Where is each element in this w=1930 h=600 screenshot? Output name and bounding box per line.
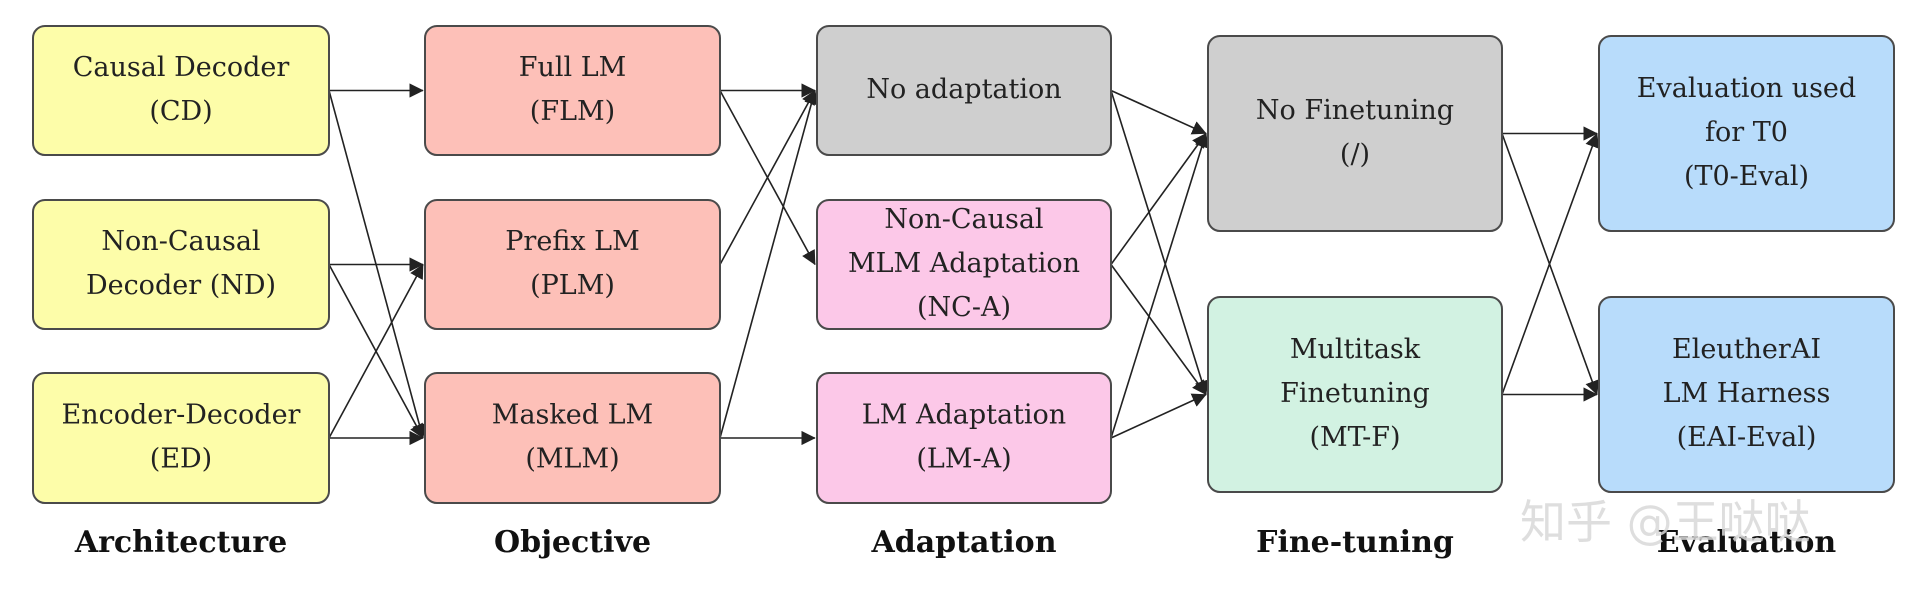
edge-noad-to-mtf — [1110, 90, 1209, 396]
node-label-t0-1: Evaluation used — [1637, 73, 1856, 104]
node-label-lma-1: LM Adaptation — [862, 400, 1066, 431]
node-box-flm — [424, 25, 721, 156]
node-label-cd-1: Causal Decoder — [73, 52, 290, 83]
node-label-mtf-1: Multitask — [1290, 334, 1421, 365]
edge-plm-to-noad — [719, 89, 816, 265]
column-title-adaptation: Adaptation — [870, 525, 1056, 560]
edge-mtf-to-t0 — [1501, 132, 1600, 395]
node-label-plm-2: (PLM) — [530, 270, 615, 301]
node-label-eai-2: LM Harness — [1663, 378, 1831, 409]
watermark: 知乎 @王哒哒 — [1520, 495, 1811, 549]
column-title-finetuning: Fine-tuning — [1256, 525, 1454, 560]
node-label-noft-2: (/) — [1340, 139, 1370, 170]
node-label-nca-3: (NC-A) — [917, 292, 1011, 323]
node-label-noft-1: No Finetuning — [1256, 95, 1454, 126]
node-label-nd-1: Non-Causal — [101, 226, 260, 257]
node-label-noad-1: No adaptation — [866, 74, 1061, 105]
node-box-mtf — [1207, 296, 1503, 493]
column-title-objective: Objective — [494, 525, 651, 560]
node-cd: Causal Decoder (CD) — [32, 25, 330, 156]
node-label-flm-1: Full LM — [519, 52, 627, 83]
edges — [328, 83, 1600, 446]
node-box-ed — [32, 372, 330, 504]
node-noft: No Finetuning (/) — [1207, 35, 1503, 232]
node-plm: Prefix LM (PLM) — [424, 199, 721, 330]
node-label-flm-2: (FLM) — [530, 96, 615, 127]
edge-lma-to-mtf — [1110, 393, 1207, 439]
edge-mlm-to-noad — [719, 89, 819, 439]
column-title-evaluation: Evaluation — [1657, 525, 1837, 560]
node-noad: No adaptation — [816, 25, 1112, 156]
node-box-lma — [816, 372, 1112, 504]
node-label-mtf-2: Finetuning — [1280, 378, 1430, 409]
edge-nca-to-mtf — [1110, 264, 1207, 396]
node-box-noad — [816, 25, 1112, 156]
edge-noad-to-noft — [1110, 89, 1207, 135]
node-label-cd-2: (CD) — [149, 96, 212, 127]
edge-nca-to-noft — [1110, 132, 1207, 265]
node-label-lma-2: (LM-A) — [916, 444, 1011, 475]
column-titles: Architecture Objective Adaptation Fine-tuni… — [74, 525, 1837, 560]
node-label-mlm-2: (MLM) — [525, 444, 619, 475]
node-lma: LM Adaptation (LM-A) — [816, 372, 1112, 504]
node-eai: EleutherAI LM Harness (EAI-Eval) — [1598, 296, 1895, 493]
edge-ed-to-plm — [328, 263, 424, 439]
node-mlm: Masked LM (MLM) — [424, 372, 721, 504]
node-box-t0 — [1598, 35, 1895, 232]
node-label-eai-3: (EAI-Eval) — [1677, 422, 1817, 453]
node-label-mtf-3: (MT-F) — [1309, 422, 1400, 453]
node-flm: Full LM (FLM) — [424, 25, 721, 156]
node-t0: Evaluation used for T0 (T0-Eval) — [1598, 35, 1895, 232]
node-label-t0-3: (T0-Eval) — [1684, 161, 1809, 192]
node-label-nca-2: MLM Adaptation — [848, 248, 1080, 279]
node-box-nd — [32, 199, 330, 330]
node-label-nd-2: Decoder (ND) — [86, 270, 276, 301]
node-label-ed-1: Encoder-Decoder — [62, 400, 301, 431]
node-box-plm — [424, 199, 721, 330]
node-ed: Encoder-Decoder (ED) — [32, 372, 330, 504]
node-label-ed-2: (ED) — [150, 444, 212, 475]
node-label-t0-2: for T0 — [1705, 117, 1788, 148]
node-box-noft — [1207, 35, 1503, 232]
node-label-eai-1: EleutherAI — [1672, 334, 1821, 365]
node-box-cd — [32, 25, 330, 156]
edge-lma-to-noft — [1110, 132, 1209, 439]
node-box-nca — [816, 199, 1112, 330]
node-label-mlm-1: Masked LM — [492, 400, 653, 431]
node-box-mlm — [424, 372, 721, 504]
node-box-eai — [1598, 296, 1895, 493]
node-label-nca-1: Non-Causal — [884, 204, 1043, 235]
node-label-plm-1: Prefix LM — [505, 226, 639, 257]
column-title-architecture: Architecture — [74, 525, 287, 560]
